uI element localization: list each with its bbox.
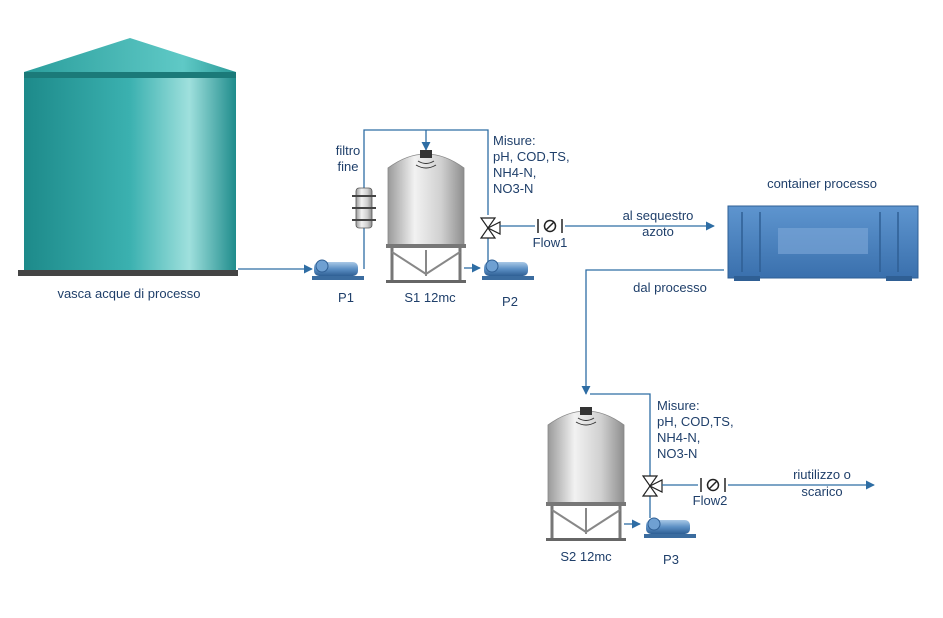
measure2-line1: Misure:: [657, 398, 700, 413]
s1-label: S1 12mc: [404, 290, 456, 305]
p3-label: P3: [663, 552, 679, 567]
measure2-line3: NH4-N,: [657, 430, 700, 445]
flow1-label: Flow1: [533, 235, 568, 250]
storage-tank-s2: [546, 410, 626, 541]
s2-label: S2 12mc: [560, 549, 612, 564]
flow-meter-1-icon[interactable]: [535, 219, 565, 233]
measure2-line4: NO3-N: [657, 446, 697, 461]
from-process-label: dal processo: [633, 280, 707, 295]
level-sensor-s1-icon: [415, 150, 437, 169]
process-water-tank: [18, 38, 238, 276]
measure1-line4: NO3-N: [493, 181, 533, 196]
pipe-container-to-s2: [581, 269, 724, 395]
storage-tank-s1: [386, 153, 466, 283]
p1-label: P1: [338, 290, 354, 305]
fine-filter[interactable]: [352, 187, 376, 229]
level-sensor-s2-icon: [575, 407, 597, 426]
outlet-line1: riutilizzo o: [793, 467, 851, 482]
filter-label-line1: filtro: [336, 143, 361, 158]
measure1-line3: NH4-N,: [493, 165, 536, 180]
p2-label: P2: [502, 294, 518, 309]
measure1-line2: pH, COD,TS,: [493, 149, 570, 164]
measure2-line2: pH, COD,TS,: [657, 414, 734, 429]
three-way-valve-2-icon[interactable]: [641, 475, 663, 497]
flow-meter-2-icon[interactable]: [698, 478, 728, 492]
to-process-line2: azoto: [642, 224, 674, 239]
outlet-line2: scarico: [801, 484, 842, 499]
measure1-line1: Misure:: [493, 133, 536, 148]
three-way-valve-1-icon[interactable]: [479, 217, 501, 239]
pump-p3[interactable]: [644, 517, 696, 538]
filter-label-line2: fine: [338, 159, 359, 174]
to-process-line1: al sequestro: [623, 208, 694, 223]
pump-p2[interactable]: [482, 259, 534, 280]
pump-p1[interactable]: [312, 259, 364, 280]
big-tank-label: vasca acque di processo: [57, 286, 200, 301]
pipe-recirc-s2: [590, 393, 651, 476]
process-container: [727, 205, 919, 281]
flow2-label: Flow2: [693, 493, 728, 508]
container-label: container processo: [767, 176, 877, 191]
